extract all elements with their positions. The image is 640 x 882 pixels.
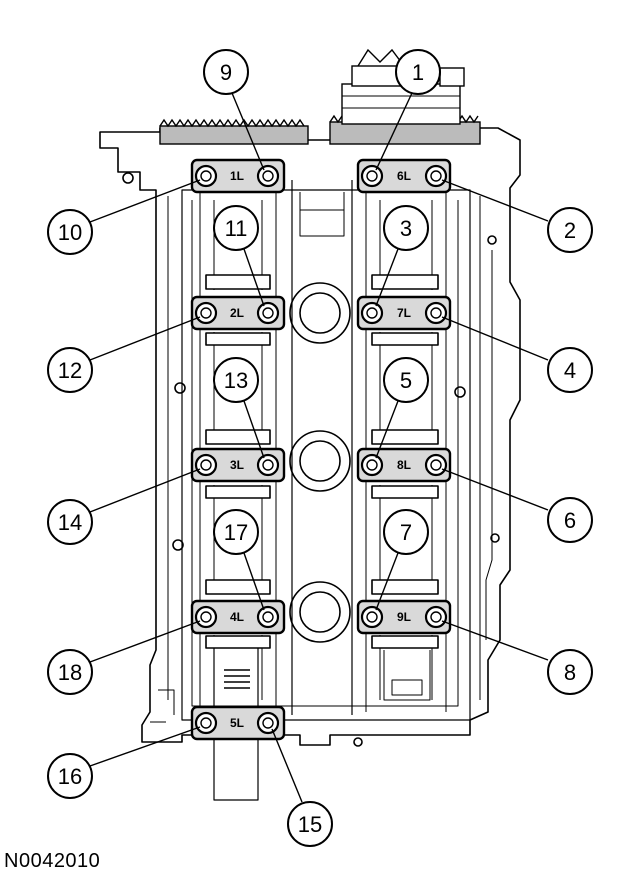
bearing-cap-label: 5L [230,716,244,730]
bearing-cap-1l: 1L [190,158,286,194]
svg-text:10: 10 [58,220,82,245]
callout-11: 11 [213,205,259,251]
svg-text:9: 9 [220,60,232,85]
bearing-cap-label: 9L [397,610,411,624]
callout-3: 3 [383,205,429,251]
callout-1: 1 [395,49,441,95]
bearing-cap-7l: 7L [356,295,452,331]
callout-15: 15 [287,801,333,847]
callout-17: 17 [213,509,259,555]
svg-text:18: 18 [58,660,82,685]
callout-13: 13 [213,357,259,403]
callout-14: 14 [47,499,93,545]
callout-5: 5 [383,357,429,403]
cylinder-head-outline [99,127,521,801]
svg-text:1: 1 [412,60,424,85]
callouts: 1 2 3 4 5 6 7 8 [47,49,593,847]
callout-9: 9 [203,49,249,95]
svg-text:12: 12 [58,358,82,383]
svg-text:5: 5 [400,368,412,393]
svg-text:2: 2 [564,218,576,243]
bearing-cap-9l: 9L [356,599,452,635]
bearing-cap-label: 2L [230,306,244,320]
bearing-cap-label: 4L [230,610,244,624]
bearing-cap-3l: 3L [190,447,286,483]
bearing-cap-2l: 2L [190,295,286,331]
callout-4: 4 [547,347,593,393]
bearing-cap-label: 1L [230,169,244,183]
bearing-cap-label: 7L [397,306,411,320]
leader-lines [89,92,549,803]
bearing-cap-6l: 6L [356,158,452,194]
svg-text:17: 17 [224,520,248,545]
callout-16: 16 [47,753,93,799]
callout-8: 8 [547,649,593,695]
bearing-cap-label: 8L [397,458,411,472]
callout-6: 6 [547,497,593,543]
bearing-cap-5l: 5L [190,705,286,741]
bearing-cap-4l: 4L [190,599,286,635]
bearing-caps-left: 1L 2L 3L 4L 5L [190,158,286,741]
figure-id: N0042010 [4,850,101,872]
timing-gears [159,48,481,145]
svg-text:4: 4 [564,358,576,383]
bearing-cap-8l: 8L [356,447,452,483]
bearing-caps-right: 6L 7L 8L 9L [356,158,452,635]
svg-text:6: 6 [564,508,576,533]
bearing-cap-label: 3L [230,458,244,472]
svg-text:7: 7 [400,520,412,545]
callout-7: 7 [383,509,429,555]
callout-18: 18 [47,649,93,695]
svg-text:13: 13 [224,368,248,393]
svg-text:16: 16 [58,764,82,789]
bearing-cap-label: 6L [397,169,411,183]
callout-10: 10 [47,209,93,255]
svg-text:3: 3 [400,216,412,241]
svg-text:15: 15 [298,812,322,837]
svg-text:14: 14 [58,510,82,535]
svg-text:8: 8 [564,660,576,685]
svg-text:11: 11 [225,216,248,241]
callout-12: 12 [47,347,93,393]
callout-2: 2 [547,207,593,253]
